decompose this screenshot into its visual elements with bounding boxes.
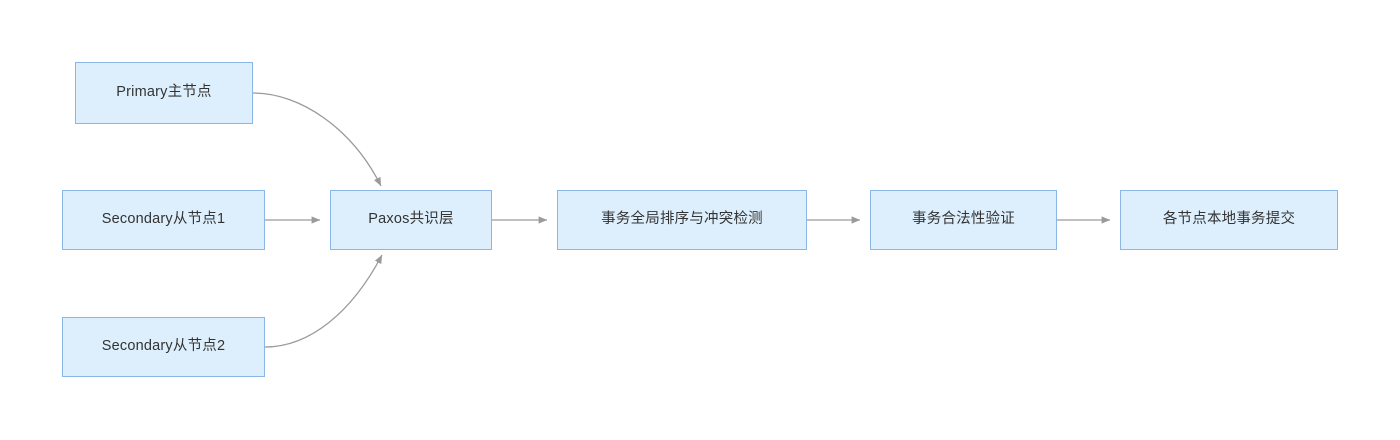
- edge-secondary2-to-paxos: [264, 254, 383, 348]
- node-validation-label: 事务合法性验证: [912, 211, 1015, 228]
- node-primary-label: Primary主节点: [116, 84, 212, 101]
- node-validation[interactable]: 事务合法性验证: [870, 190, 1057, 250]
- node-paxos-label: Paxos共识层: [368, 211, 454, 228]
- node-commit[interactable]: 各节点本地事务提交: [1120, 190, 1338, 250]
- node-secondary1-label: Secondary从节点1: [101, 211, 226, 228]
- node-ordering[interactable]: 事务全局排序与冲突检测: [557, 190, 807, 250]
- node-secondary2[interactable]: Secondary从节点2: [62, 317, 265, 377]
- node-paxos[interactable]: Paxos共识层: [330, 190, 492, 250]
- edge-primary-to-paxos: [252, 92, 382, 187]
- node-primary[interactable]: Primary主节点: [75, 62, 253, 124]
- node-secondary2-label: Secondary从节点2: [101, 338, 226, 355]
- node-secondary1[interactable]: Secondary从节点1: [62, 190, 265, 250]
- node-commit-label: 各节点本地事务提交: [1162, 211, 1296, 228]
- node-ordering-label: 事务全局排序与冲突检测: [601, 211, 763, 228]
